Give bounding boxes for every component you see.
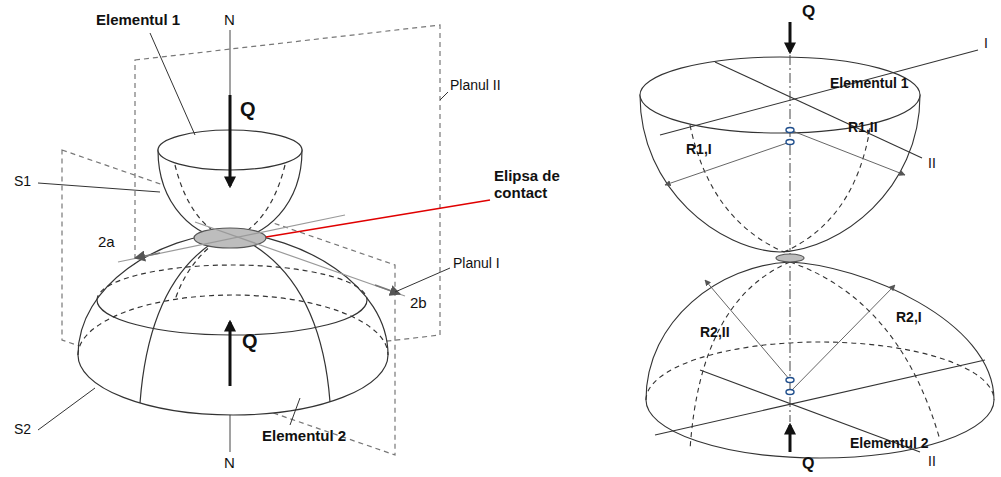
element-two-meridian: [230, 233, 330, 402]
curvature-center: [786, 140, 794, 145]
normal-axis: [790, 55, 791, 422]
plane-label: Planul I: [453, 256, 500, 271]
load-arrow: [229, 322, 232, 386]
contact-leader-line: [266, 200, 490, 237]
right-figure: [640, 22, 994, 458]
plane-label: I: [984, 36, 988, 51]
load-arrow: [789, 22, 792, 52]
plane-label: II: [928, 156, 936, 171]
plane-trace-one: [660, 50, 978, 135]
leader-line: [440, 92, 448, 100]
axis-label: N: [224, 455, 235, 472]
element-two-meridian: [140, 233, 230, 403]
element-two-meridian: [790, 262, 940, 440]
leader-line: [150, 33, 195, 135]
contact-label: Elipsa de contact: [494, 168, 586, 201]
element-one-meridian: [784, 128, 870, 252]
left-figure: [38, 25, 490, 455]
contact-ellipse: [194, 228, 266, 248]
curvature-center: [786, 128, 794, 133]
dimension-label: 2b: [410, 295, 427, 312]
leader-line: [395, 268, 450, 292]
radius-line: [790, 285, 895, 392]
leader-line: [290, 398, 300, 425]
dimension-label: 2a: [98, 234, 115, 251]
plane-one: [62, 150, 395, 455]
load-label: Q: [240, 98, 256, 120]
element-two-body: [646, 262, 994, 458]
element-two-latitude: [97, 300, 367, 335]
plane-trace-two: [715, 62, 922, 158]
surface-label: S2: [14, 422, 31, 437]
load-label: Q: [242, 330, 258, 352]
load-label: Q: [802, 3, 815, 22]
radius-label: R2,I: [896, 310, 922, 325]
contact-ellipse: [776, 254, 804, 262]
load-arrow: [789, 425, 792, 452]
element-two-back-rim: [78, 295, 388, 355]
element-two-latitude: [97, 265, 367, 300]
plane-label: Planul II: [450, 78, 501, 93]
curvature-center: [786, 378, 794, 383]
radius-label: R1,II: [848, 120, 878, 135]
load-label: Q: [802, 455, 814, 473]
dimension-line-2b: [195, 222, 405, 296]
dimension-arrow-2b: [375, 285, 400, 294]
leader-line: [38, 183, 160, 192]
load-arrow: [229, 95, 232, 186]
radius-label: R2,II: [700, 325, 730, 340]
element-one-rim: [640, 57, 920, 133]
part-name: Elementul 2: [262, 428, 346, 445]
leader-line: [38, 388, 95, 430]
radius-line: [790, 130, 905, 175]
part-name: Elementul 1: [830, 76, 909, 91]
surface-label: S1: [14, 174, 31, 189]
radius-line: [665, 142, 790, 185]
part-name: Elementul 2: [850, 436, 929, 451]
part-name: Elementul 1: [96, 12, 180, 29]
radius-label: R1,I: [686, 142, 712, 157]
dimension-line-2a: [118, 215, 345, 262]
dimension-arrow-2a: [135, 253, 160, 258]
axis-label: N: [224, 12, 235, 29]
element-two-meridian: [690, 262, 790, 450]
curvature-center: [786, 390, 794, 395]
plane-label: II: [928, 454, 936, 469]
